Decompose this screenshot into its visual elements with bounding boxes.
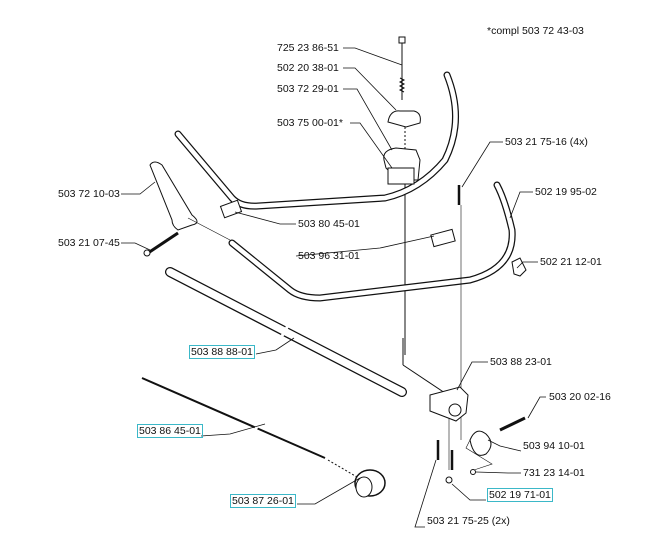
wing-nut-part [387, 110, 421, 128]
bracket-part [429, 386, 469, 422]
part-label-screw-right[interactable]: 503 20 02-16 [549, 391, 611, 403]
part-label-nut[interactable]: 502 19 71-01 [487, 488, 553, 502]
handle-end-part [511, 257, 527, 277]
lower-clamp-part [430, 228, 456, 248]
part-label-wing-nut[interactable]: 502 20 38-01 [277, 62, 339, 74]
part-label-handle-right[interactable]: 502 19 95-02 [535, 186, 597, 198]
part-label-grip-screw[interactable]: 503 21 07-45 [58, 237, 120, 249]
grip-part [149, 161, 198, 231]
part-label-clamp-lower[interactable]: 503 96 31-01 [298, 250, 360, 262]
part-label-shaft-tube[interactable]: 503 88 88-01 [189, 345, 255, 359]
part-label-washer[interactable]: 731 23 14-01 [523, 467, 585, 479]
flange-part [469, 430, 492, 456]
part-label-flange[interactable]: 503 94 10-01 [523, 440, 585, 452]
bolt-part [398, 36, 406, 100]
part-label-clamp-top[interactable]: 503 72 29-01 [277, 83, 339, 95]
assembly-note: *compl 503 72 43-03 [487, 25, 584, 37]
part-label-clamp-assembly[interactable]: 503 75 00-01* [277, 117, 343, 129]
part-label-knob[interactable]: 503 87 26-01 [230, 494, 296, 508]
switch-part [219, 199, 243, 219]
part-label-screw-2x[interactable]: 503 21 75-25 (2x) [427, 515, 510, 527]
part-label-bolt[interactable]: 725 23 86-51 [277, 42, 339, 54]
clamp-assembly-part [387, 167, 415, 185]
drive-shaft-part [141, 377, 326, 459]
part-label-grip[interactable]: 503 72 10-03 [58, 188, 120, 200]
part-label-drive-shaft[interactable]: 503 86 45-01 [137, 424, 203, 438]
part-label-bracket[interactable]: 503 88 23-01 [490, 356, 552, 368]
part-label-screw-4x[interactable]: 503 21 75-16 (4x) [505, 136, 588, 148]
part-label-switch[interactable]: 503 80 45-01 [298, 218, 360, 230]
part-label-handle-end[interactable]: 502 21 12-01 [540, 256, 602, 268]
